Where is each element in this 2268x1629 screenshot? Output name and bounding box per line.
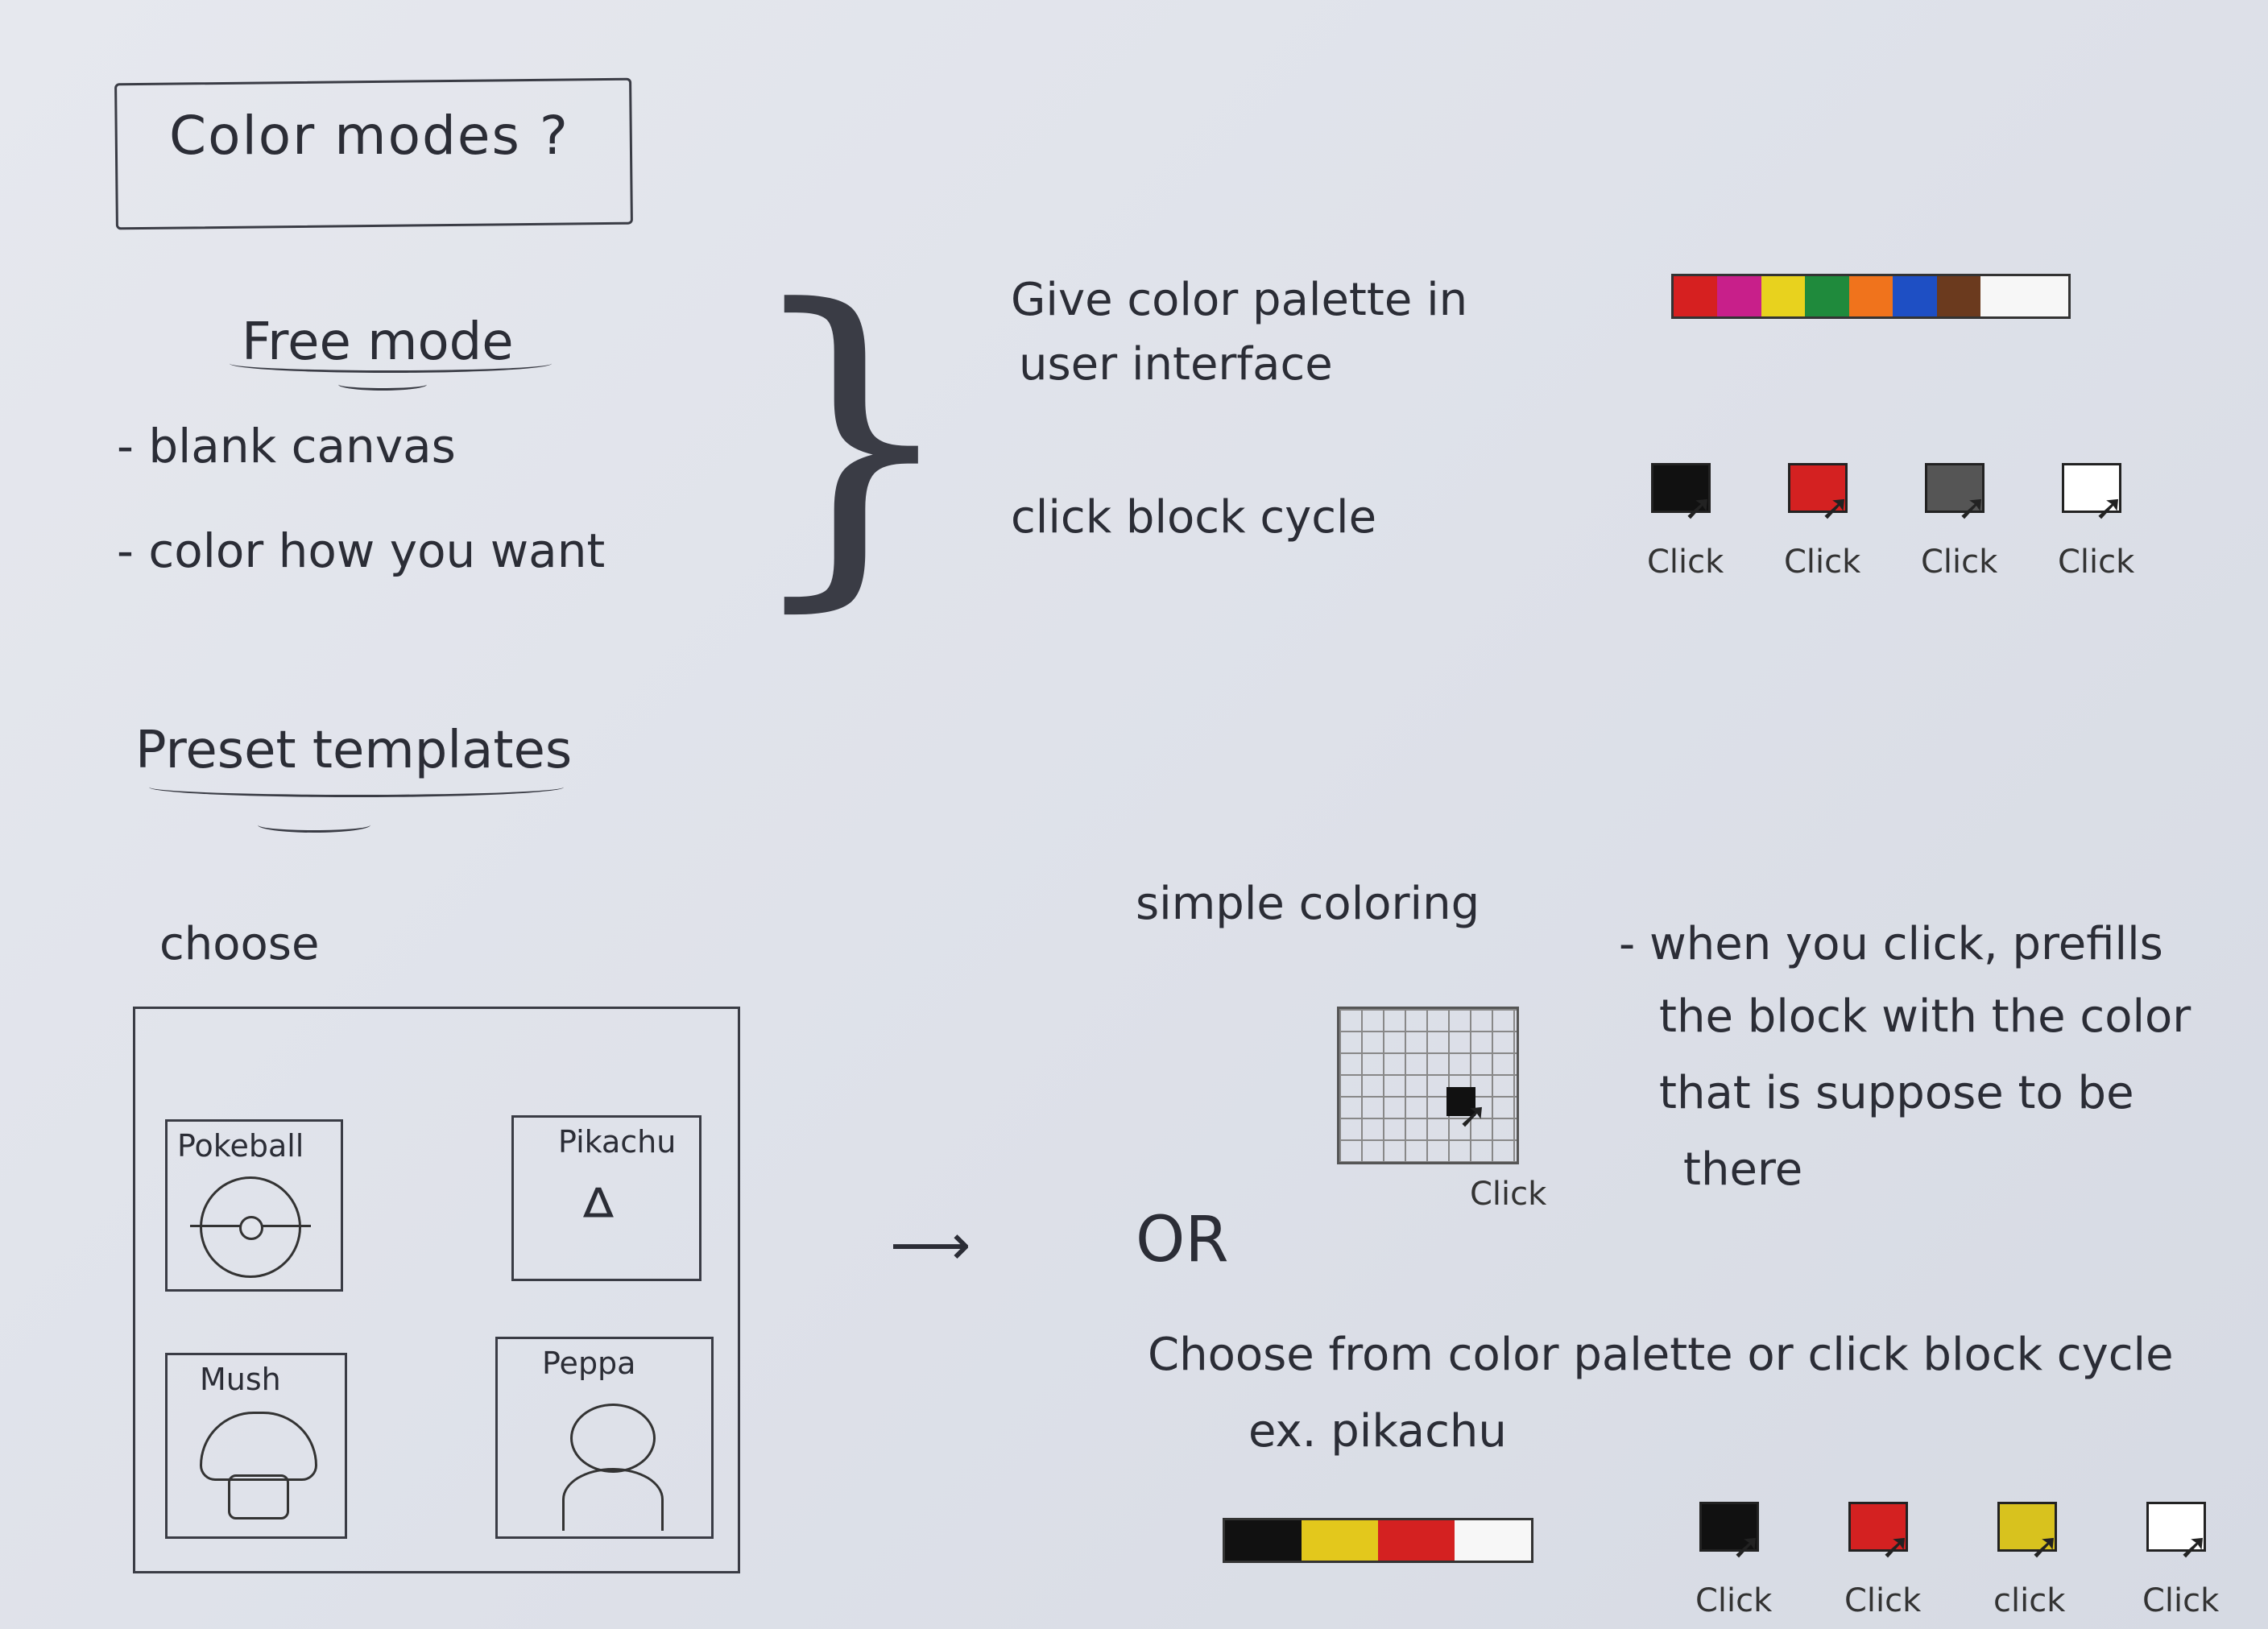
choose-label: choose [159, 918, 320, 970]
pokeball-center [239, 1216, 263, 1240]
pokeball-icon [190, 1176, 311, 1278]
click-label: Click [1695, 1582, 1773, 1619]
palette-swatch[interactable] [1893, 276, 1937, 316]
template-tile-pokeball[interactable]: Pokeball [165, 1119, 343, 1292]
cycle-block[interactable] [1997, 1502, 2057, 1552]
prefill-note-4: there [1683, 1143, 1803, 1196]
grid-click-label: Click [1470, 1176, 1547, 1213]
pikachu-palette[interactable] [1223, 1518, 1533, 1563]
palette-swatch[interactable] [1263, 1520, 1302, 1561]
template-label: Pokeball [177, 1128, 304, 1164]
click-label: Click [2058, 544, 2135, 581]
free-mode-bullet-2: - color how you want [117, 523, 606, 578]
click-label: click [1993, 1582, 2066, 1619]
cursor-icon: ➚ [1683, 487, 1713, 528]
color-palette[interactable] [1671, 274, 2071, 319]
palette-swatch[interactable] [1936, 276, 1981, 316]
cursor-icon: ➚ [1881, 1526, 1910, 1567]
click-label: Click [1921, 544, 1998, 581]
palette-swatch[interactable] [1492, 1520, 1531, 1561]
preset-heading: Preset templates [135, 721, 573, 780]
cursor-icon: ➚ [1820, 487, 1850, 528]
palette-swatch[interactable] [2024, 276, 2068, 316]
preset-underline-2 [258, 817, 370, 833]
or-label: OR [1136, 1204, 1229, 1276]
arrow-icon: ⟶ [890, 1212, 971, 1278]
preset-underline [149, 777, 564, 797]
example-label: ex. pikachu [1248, 1405, 1507, 1457]
free-mode-underline-2 [338, 378, 427, 391]
prefill-note-3: that is suppose to be [1659, 1067, 2134, 1119]
template-label: Peppa [542, 1346, 636, 1381]
palette-swatch[interactable] [1805, 276, 1849, 316]
click-label: Click [1784, 544, 1861, 581]
cycle-block[interactable] [2062, 463, 2121, 513]
mushroom-icon [200, 1412, 317, 1481]
template-chooser [133, 1007, 740, 1573]
cursor-icon: ➚ [2030, 1526, 2059, 1567]
cycle-note: click block cycle [1011, 491, 1377, 544]
peppa-icon [570, 1404, 656, 1473]
palette-note-line-1: Give color palette in [1011, 274, 1468, 326]
palette-swatch[interactable] [1717, 276, 1761, 316]
palette-swatch[interactable] [1416, 1520, 1455, 1561]
mushroom-stem [228, 1474, 289, 1519]
template-tile-pikachu[interactable]: Pikachu ᐞ [511, 1115, 702, 1281]
cursor-icon: ➚ [1458, 1095, 1488, 1136]
coloring-grid[interactable] [1337, 1007, 1519, 1164]
palette-swatch[interactable] [1674, 276, 1718, 316]
peppa-body [562, 1468, 664, 1531]
cycle-block[interactable] [1699, 1502, 1759, 1552]
palette-swatch[interactable] [1455, 1520, 1493, 1561]
cursor-icon: ➚ [1732, 1526, 1761, 1567]
palette-swatch[interactable] [1225, 1520, 1264, 1561]
template-tile-peppa[interactable]: Peppa [495, 1337, 714, 1539]
simple-coloring-label: simple coloring [1136, 878, 1480, 930]
pikachu-icon: ᐞ [578, 1174, 618, 1259]
click-label: Click [1647, 544, 1724, 581]
template-label: Mush [200, 1362, 281, 1397]
palette-swatch[interactable] [1378, 1520, 1417, 1561]
cycle-block[interactable] [1848, 1502, 1908, 1552]
template-label: Pikachu [558, 1124, 677, 1160]
template-tile-mush[interactable]: Mush [165, 1353, 347, 1539]
palette-swatch[interactable] [1848, 276, 1893, 316]
free-mode-underline [230, 354, 552, 373]
cursor-icon: ➚ [2094, 487, 2124, 528]
cycle-block[interactable] [1651, 463, 1711, 513]
prefill-note-2: the block with the color [1659, 990, 2191, 1043]
cursor-icon: ➚ [1957, 487, 1987, 528]
cycle-block[interactable] [1925, 463, 1984, 513]
palette-swatch[interactable] [1980, 276, 2025, 316]
palette-swatch[interactable] [1761, 276, 1806, 316]
page-title: Color modes ? [169, 105, 569, 167]
palette-note-line-2: user interface [1019, 338, 1333, 391]
filled-block [1446, 1087, 1475, 1116]
palette-swatch[interactable] [1339, 1520, 1378, 1561]
click-label: Click [2142, 1582, 2220, 1619]
click-label: Click [1844, 1582, 1922, 1619]
cycle-block[interactable] [2146, 1502, 2206, 1552]
prefill-note-1: - when you click, prefills [1619, 918, 2163, 970]
brace: } [741, 238, 962, 640]
palette-swatch[interactable] [1302, 1520, 1340, 1561]
free-mode-bullet-1: - blank canvas [117, 419, 456, 473]
cycle-block[interactable] [1788, 463, 1848, 513]
cursor-icon: ➚ [2179, 1526, 2208, 1567]
choose-note: Choose from color palette or click block… [1148, 1329, 2174, 1381]
